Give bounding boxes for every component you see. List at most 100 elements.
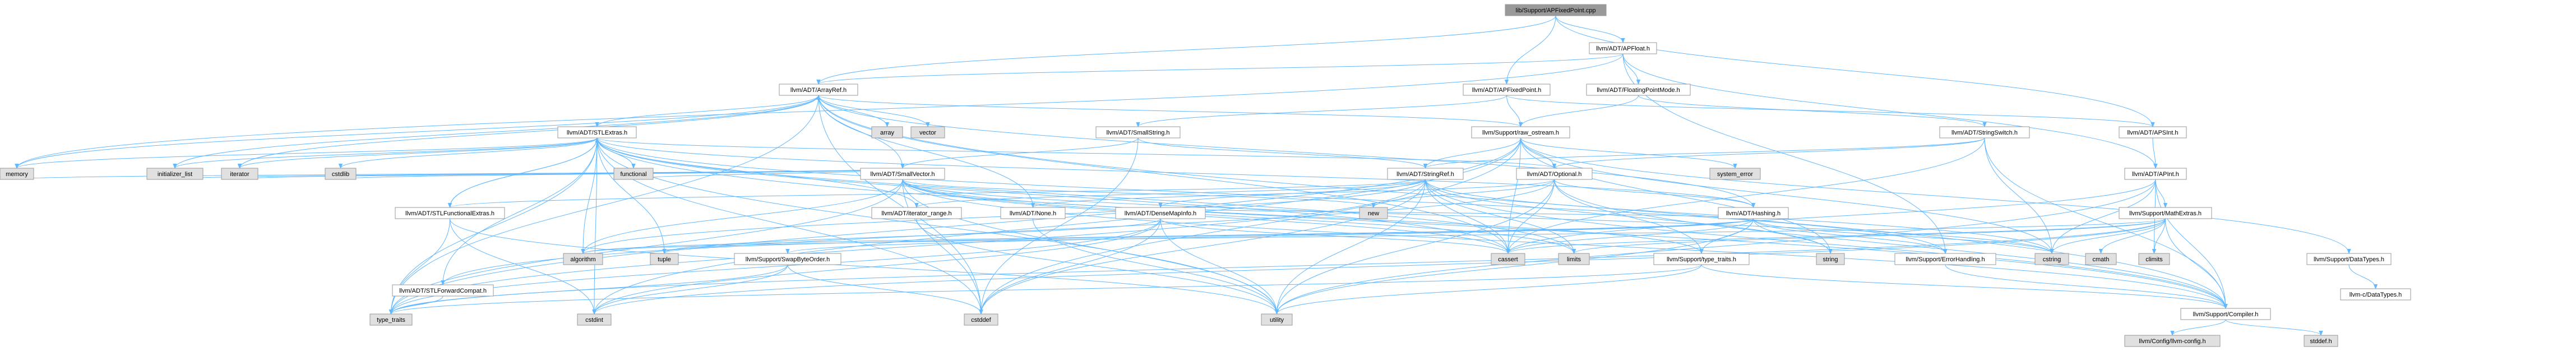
node-box-stringref bbox=[1387, 168, 1464, 180]
edge-apfixedpoint-to-raw_ostream bbox=[1506, 95, 1521, 127]
edge-apint-to-mathextras bbox=[2155, 179, 2166, 207]
edge-apfixedpoint-to-smallstring bbox=[1138, 95, 1507, 127]
edge-raw_ostream-to-cstddef bbox=[981, 137, 1521, 314]
edge-stlextras-to-cstdlib bbox=[341, 137, 598, 169]
node-initializer_list: initializer_list bbox=[146, 168, 204, 180]
node-label-type_traits_support: llvm/Support/type_traits.h bbox=[1667, 256, 1736, 263]
edge-stringref-to-type_traits bbox=[391, 179, 1426, 314]
node-label-stringswitch: llvm/ADT/StringSwitch.h bbox=[1951, 130, 2018, 136]
edge-iterator_range-to-utility bbox=[916, 218, 1277, 314]
node-c_datatypes[interactable]: llvm-c/DataTypes.h bbox=[2340, 288, 2411, 301]
edge-stringswitch-to-optional bbox=[1555, 137, 1985, 169]
node-box-utility bbox=[1261, 313, 1293, 326]
node-cmath: cmath bbox=[2085, 253, 2117, 265]
node-label-iterator_range: llvm/ADT/iterator_range.h bbox=[881, 210, 951, 217]
node-arrayref[interactable]: llvm/ADT/ArrayRef.h bbox=[779, 84, 858, 96]
edge-arrayref-to-cassert bbox=[818, 95, 1508, 253]
node-none[interactable]: llvm/ADT/None.h bbox=[1000, 207, 1066, 219]
node-box-cstdlib bbox=[325, 168, 357, 180]
node-box-memory bbox=[0, 168, 34, 180]
node-box-hashing bbox=[1718, 207, 1789, 219]
node-swapbyteorder[interactable]: llvm/Support/SwapByteOrder.h bbox=[734, 253, 841, 265]
node-box-string bbox=[1816, 253, 1845, 265]
edge-stlextras-to-algorithm bbox=[583, 137, 598, 253]
node-stlfunctionalextras[interactable]: llvm/ADT/STLFunctionalExtras.h bbox=[395, 207, 505, 219]
node-apfloat[interactable]: llvm/ADT/APFloat.h bbox=[1589, 42, 1657, 54]
node-box-limits bbox=[1558, 253, 1590, 265]
edge-stlfunctionalextras-to-cstdint bbox=[450, 218, 595, 314]
node-label-type_traits: type_traits bbox=[377, 317, 405, 324]
edge-arrayref-to-stlextras bbox=[597, 95, 819, 127]
edge-datatypes-to-c_datatypes bbox=[2348, 264, 2376, 289]
node-box-apsint bbox=[2119, 126, 2187, 138]
node-label-hashing: llvm/ADT/Hashing.h bbox=[1726, 210, 1780, 217]
node-llvm_config: llvm/Config/llvm-config.h bbox=[2124, 335, 2221, 347]
node-box-cmath bbox=[2085, 253, 2117, 265]
node-stlextras[interactable]: llvm/ADT/STLExtras.h bbox=[557, 126, 637, 138]
edge-apint-to-cstring bbox=[2052, 179, 2156, 253]
node-root[interactable]: lib/Support/APFixedPoint.cpp bbox=[1505, 4, 1607, 16]
node-smallvector[interactable]: llvm/ADT/SmallVector.h bbox=[860, 168, 945, 180]
node-system_error: system_error bbox=[1709, 168, 1761, 180]
node-label-stringref: llvm/ADT/StringRef.h bbox=[1396, 171, 1454, 178]
edge-apfloat-to-apint bbox=[1622, 53, 2156, 168]
edge-smallvector-to-memory bbox=[17, 168, 903, 179]
edge-stlextras-to-memory bbox=[17, 137, 598, 169]
edge-stringswitch-to-cstring bbox=[1984, 137, 2052, 253]
node-smallstring[interactable]: llvm/ADT/SmallString.h bbox=[1095, 126, 1181, 138]
node-array: array bbox=[871, 126, 903, 138]
node-tuple: tuple bbox=[650, 253, 679, 265]
node-box-apfloat bbox=[1589, 42, 1657, 54]
node-hashing[interactable]: llvm/ADT/Hashing.h bbox=[1718, 207, 1789, 219]
edge-optional-to-new bbox=[1373, 179, 1555, 208]
edge-raw_ostream-to-arrayref bbox=[818, 95, 1521, 127]
edge-type_traits_support-to-compiler bbox=[1701, 264, 2226, 309]
node-label-functional: functional bbox=[620, 171, 646, 178]
node-mathextras[interactable]: llvm/Support/MathExtras.h bbox=[2119, 207, 2212, 219]
edge-arrayref-to-none bbox=[818, 95, 1033, 207]
node-box-cassert bbox=[1491, 253, 1525, 265]
node-box-cstdint bbox=[577, 313, 612, 326]
edge-swapbyteorder-to-cstdint bbox=[594, 264, 788, 315]
node-label-llvm_config: llvm/Config/llvm-config.h bbox=[2139, 338, 2205, 345]
node-label-apint: llvm/ADT/APInt.h bbox=[2132, 171, 2179, 178]
node-label-vector: vector bbox=[919, 130, 936, 136]
node-floatingpointmode[interactable]: llvm/ADT/FloatingPointMode.h bbox=[1586, 84, 1691, 96]
edge-root-to-apfloat bbox=[1555, 15, 1623, 43]
node-label-system_error: system_error bbox=[1717, 171, 1754, 178]
node-label-none: llvm/ADT/None.h bbox=[1010, 210, 1056, 217]
node-box-iterator bbox=[221, 168, 258, 180]
node-apfixedpoint[interactable]: llvm/ADT/APFixedPoint.h bbox=[1463, 84, 1551, 96]
node-stringref[interactable]: llvm/ADT/StringRef.h bbox=[1387, 168, 1464, 180]
edge-floatingpointmode-to-stringswitch bbox=[1638, 95, 1985, 127]
node-box-mathextras bbox=[2119, 207, 2212, 219]
node-datatypes[interactable]: llvm/Support/DataTypes.h bbox=[2306, 253, 2392, 265]
node-label-limits: limits bbox=[1567, 256, 1581, 263]
node-stringswitch[interactable]: llvm/ADT/StringSwitch.h bbox=[1939, 126, 2030, 138]
node-stlforwardcompat[interactable]: llvm/ADT/STLForwardCompat.h bbox=[392, 284, 494, 297]
node-apint[interactable]: llvm/ADT/APInt.h bbox=[2124, 168, 2187, 180]
edge-densemapinfo-to-tuple bbox=[664, 218, 1161, 254]
node-label-utility: utility bbox=[1270, 317, 1284, 324]
node-box-type_traits bbox=[369, 313, 413, 326]
edge-arrayref-to-memory bbox=[17, 95, 819, 168]
node-limits: limits bbox=[1558, 253, 1590, 265]
node-raw_ostream[interactable]: llvm/Support/raw_ostream.h bbox=[1471, 126, 1570, 138]
node-box-llvm_config bbox=[2124, 335, 2221, 347]
edges-layer bbox=[17, 15, 2376, 336]
edge-smallvector-to-new bbox=[902, 179, 1373, 208]
edge-raw_ostream-to-string bbox=[1520, 137, 1831, 253]
node-box-functional bbox=[613, 168, 654, 180]
node-label-stlextras: llvm/ADT/STLExtras.h bbox=[567, 130, 627, 136]
node-densemapinfo[interactable]: llvm/ADT/DenseMapInfo.h bbox=[1115, 207, 1206, 219]
edge-none-to-utility bbox=[1033, 218, 1277, 314]
node-box-compiler bbox=[2180, 308, 2271, 320]
node-iterator_range[interactable]: llvm/ADT/iterator_range.h bbox=[871, 207, 962, 219]
node-apsint[interactable]: llvm/ADT/APSInt.h bbox=[2119, 126, 2187, 138]
node-optional[interactable]: llvm/ADT/Optional.h bbox=[1516, 168, 1593, 180]
node-box-initializer_list bbox=[146, 168, 204, 180]
node-box-none bbox=[1000, 207, 1066, 219]
node-compiler[interactable]: llvm/Support/Compiler.h bbox=[2180, 308, 2271, 320]
node-type_traits_support[interactable]: llvm/Support/type_traits.h bbox=[1653, 253, 1750, 265]
node-errorhandling[interactable]: llvm/Support/ErrorHandling.h bbox=[1894, 253, 1996, 265]
